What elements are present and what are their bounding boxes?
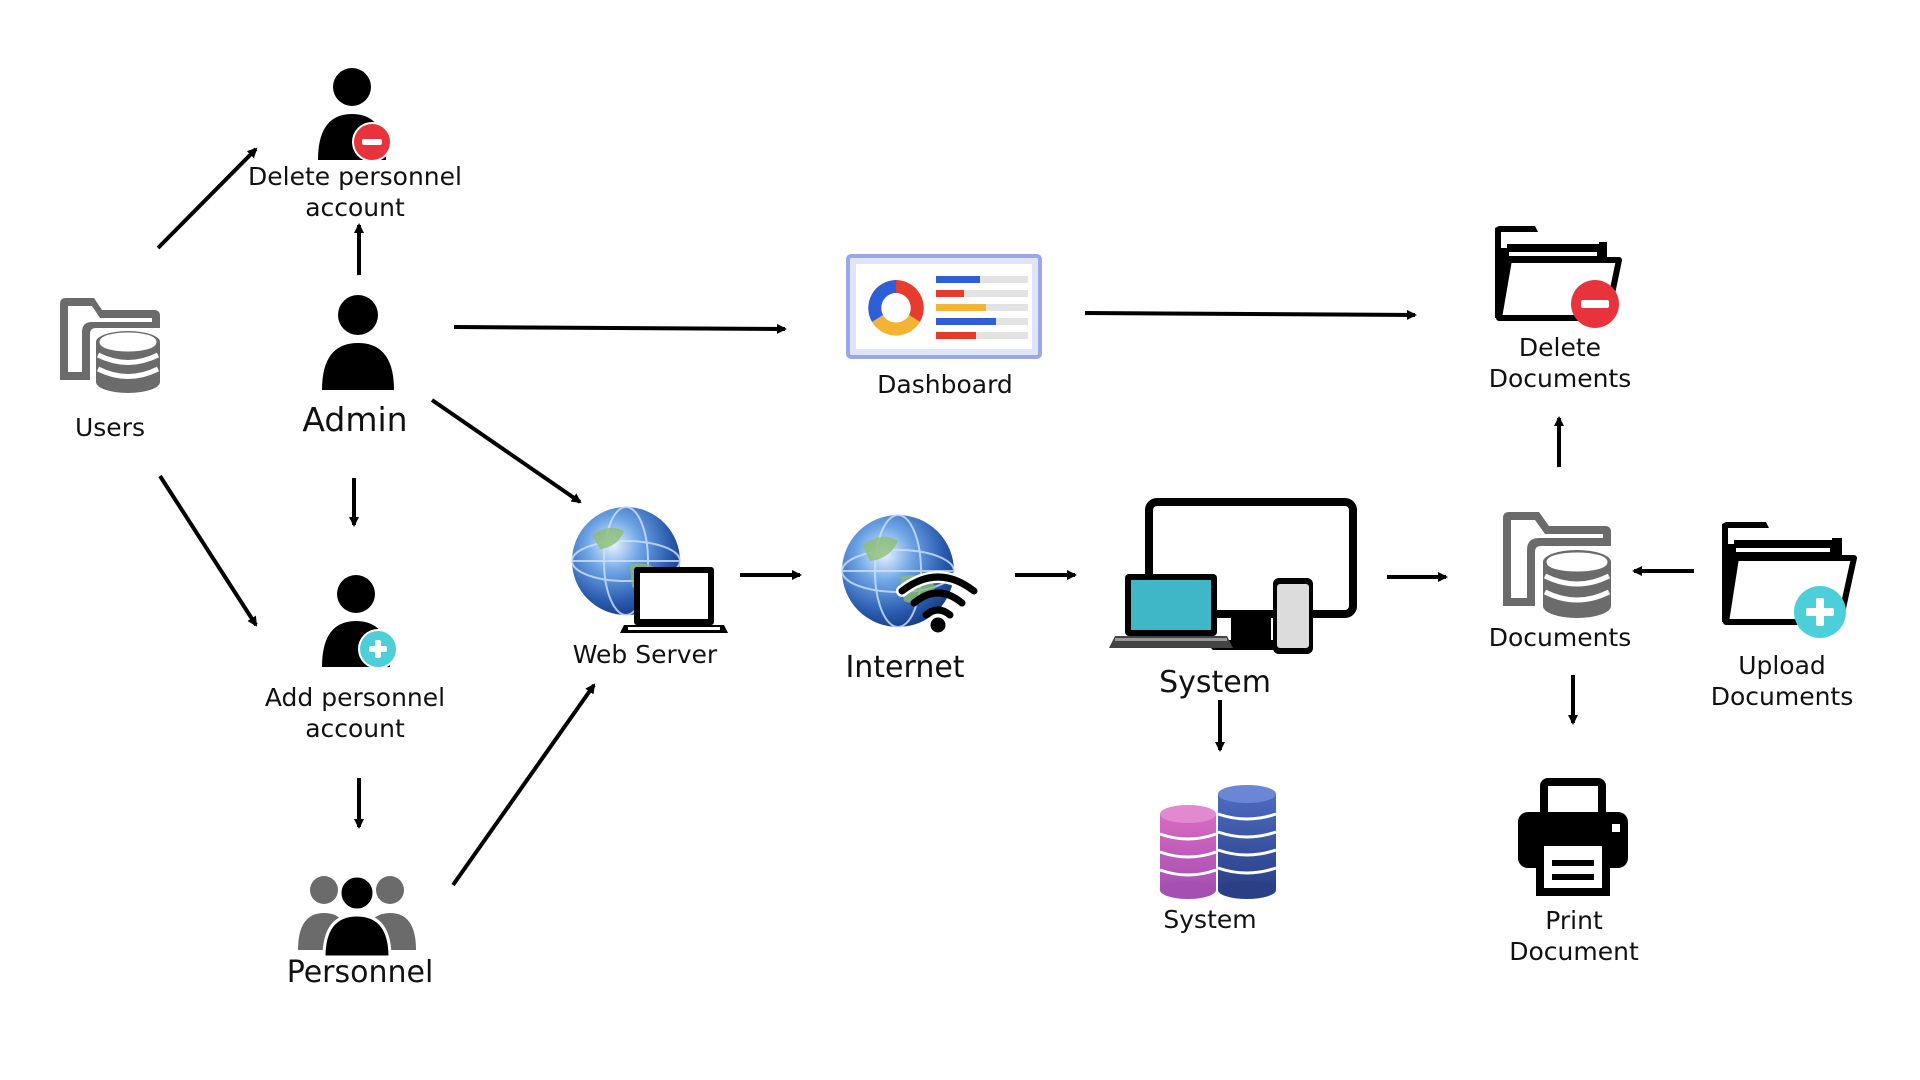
add-personnel-label-line2: account bbox=[305, 713, 405, 743]
users-label: Users bbox=[74, 413, 145, 442]
database-stack-icon bbox=[1159, 785, 1277, 899]
upload-documents-label: Upload Documents bbox=[1692, 651, 1872, 712]
add-personnel-label: Add personnel account bbox=[230, 683, 480, 744]
devices-icon bbox=[1109, 498, 1357, 654]
system-label: System bbox=[1159, 665, 1271, 700]
print-document-label-line2: Document bbox=[1509, 936, 1639, 966]
upload-documents-label-line2: Documents bbox=[1710, 681, 1854, 711]
delete-personnel-label-line1: Delete personnel bbox=[248, 162, 462, 191]
folder-add-icon bbox=[1722, 522, 1857, 638]
delete-documents-label: Delete Documents bbox=[1470, 333, 1650, 394]
group-icon bbox=[298, 874, 416, 959]
delete-personnel-label: Delete personnel account bbox=[230, 162, 480, 223]
delete-documents-label-line2: Documents bbox=[1488, 363, 1632, 393]
globe-wifi-icon bbox=[841, 514, 980, 633]
arrow-dashboard-to-delete-documents bbox=[1084, 309, 1417, 320]
person-add-icon bbox=[322, 575, 398, 669]
documents-label: Documents bbox=[1488, 623, 1632, 652]
web-server-label: Web Server bbox=[572, 640, 718, 669]
person-icon bbox=[322, 295, 394, 390]
system-db-label: System bbox=[1163, 905, 1257, 934]
add-personnel-label-line1: Add personnel bbox=[264, 683, 446, 712]
arrow-admin-to-web-server bbox=[430, 398, 582, 504]
dashboard-label: Dashboard bbox=[877, 370, 1013, 399]
person-remove-icon bbox=[318, 68, 392, 162]
dashboard-chart-icon bbox=[846, 254, 1042, 359]
arrow-users-to-delete-personnel bbox=[156, 147, 258, 250]
delete-documents-label-line1: Delete bbox=[1518, 333, 1602, 362]
printer-icon bbox=[1518, 778, 1628, 896]
admin-label: Admin bbox=[302, 400, 408, 439]
folder-database-icon bbox=[60, 298, 160, 393]
upload-documents-label-line1: Upload bbox=[1738, 651, 1826, 680]
folder-remove-icon bbox=[1495, 226, 1622, 328]
arrow-admin-to-dashboard bbox=[453, 323, 787, 334]
internet-label: Internet bbox=[845, 650, 965, 685]
delete-personnel-label-line2: account bbox=[305, 192, 405, 222]
folder-database-icon bbox=[1503, 512, 1611, 618]
globe-laptop-icon bbox=[571, 506, 728, 633]
print-document-label: Print Document bbox=[1484, 906, 1664, 967]
arrow-personnel-to-web-server bbox=[451, 683, 596, 887]
arrow-users-to-add-personnel bbox=[158, 474, 258, 627]
personnel-label: Personnel bbox=[286, 955, 434, 990]
print-document-label-line1: Print bbox=[1545, 906, 1603, 935]
connectors bbox=[156, 147, 1694, 887]
